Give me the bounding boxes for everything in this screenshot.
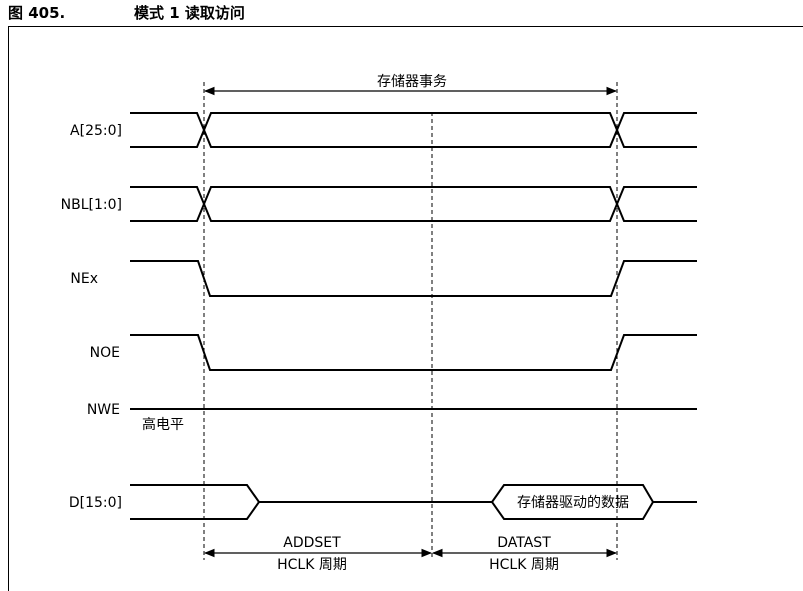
figure-header: 图 405. 模式 1 读取访问 [0, 0, 803, 22]
signal-label-d: D[15:0] [69, 495, 122, 511]
nwe-level-label: 高电平 [142, 416, 184, 433]
datast-name: DATAST [497, 535, 551, 551]
frame-left-border [8, 26, 9, 591]
signal-noe-wave [130, 334, 697, 371]
signal-nex-wave [130, 260, 697, 297]
signal-nbl-bus [130, 186, 697, 222]
data-valid-label: 存储器驱动的数据 [517, 495, 629, 511]
signal-label-nbl: NBL[1:0] [61, 197, 122, 213]
header-rule [8, 26, 803, 27]
figure-title: 模式 1 读取访问 [134, 4, 245, 22]
phase-addset: ADDSET HCLK 周期 [203, 535, 433, 573]
transaction-span: 存储器事务 [203, 74, 618, 96]
signal-d-bus [130, 484, 697, 520]
phase-datast: DATAST HCLK 周期 [431, 535, 618, 573]
signal-label-nwe: NWE [87, 402, 120, 418]
guide-lines [203, 82, 618, 560]
signal-label-a: A[25:0] [70, 123, 122, 139]
figure-number: 图 405. [8, 4, 66, 22]
signal-label-nex: NEx [70, 271, 98, 287]
signal-a-bus [130, 112, 697, 148]
datast-unit: HCLK 周期 [489, 557, 559, 573]
addset-unit: HCLK 周期 [277, 557, 347, 573]
signal-label-noe: NOE [90, 345, 120, 361]
addset-name: ADDSET [283, 535, 341, 551]
transaction-label: 存储器事务 [377, 74, 447, 90]
